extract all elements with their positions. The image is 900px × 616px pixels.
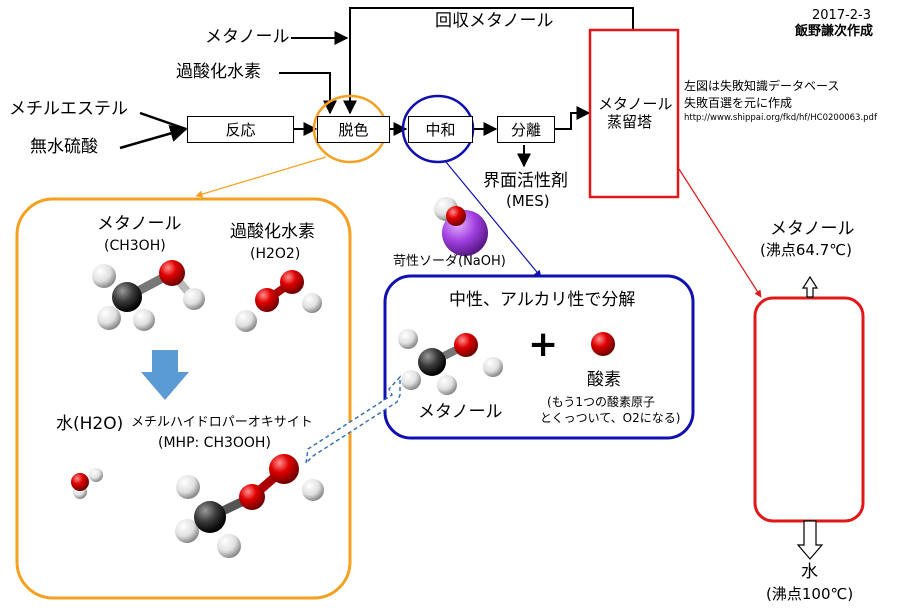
decomposition-oxygen-note-2: とくっついて、O2になる) [540, 411, 681, 425]
oxygen-atom-icon [591, 332, 615, 356]
author-label: 飯野謙次作成 [795, 24, 874, 39]
neutralization-highlight [401, 94, 475, 164]
distillation-tower-label-1: メタノール [598, 95, 673, 113]
vapor-up-arrow [801, 275, 819, 298]
orange-callout-arrow [195, 156, 327, 198]
hydrogen-peroxide-molecule-icon [235, 270, 322, 332]
caustic-soda-label: 苛性ソーダ(NaOH) [393, 254, 506, 269]
detail-methanol-label: メタノール [97, 214, 182, 234]
detail-hp-label: 過酸化水素 [230, 222, 315, 242]
recovery-loop-line [343, 7, 634, 115]
detail-methanol-formula: (CH3OH) [104, 238, 166, 254]
decomposition-title: 中性、アルカリ性で分解 [449, 290, 636, 310]
column-bottom-label: 水 [801, 562, 818, 582]
recovered-methanol-label: 回収メタノール [435, 11, 554, 31]
reaction-step: 反応 [187, 116, 294, 143]
decomposition-panel [383, 274, 695, 440]
blue-callout-arrow [445, 161, 542, 278]
distillation-tower [588, 28, 680, 199]
distillation-tower-label-2: 蒸留塔 [607, 113, 653, 131]
surfactant-label: 界面活性剤 [483, 171, 568, 191]
big-down-arrow [141, 350, 189, 400]
plus-sign: + [528, 324, 559, 365]
input-hydrogen-peroxide-label: 過酸化水素 [176, 62, 261, 82]
mhp-molecule-icon [175, 454, 324, 558]
neutralization-step: 中和 [408, 116, 473, 143]
detail-mhp-formula: (MHP: CH3OOH) [158, 435, 271, 451]
decomposition-methanol-label: メタノール [418, 402, 503, 422]
distillation-column [753, 296, 865, 523]
dashed-transfer-arrow [305, 375, 401, 465]
process-connectors [294, 106, 591, 168]
note-url: http://www.shippai.org/fkd/hf/HC0200063.… [684, 113, 877, 123]
note-line-2: 失敗百選を元に作成 [684, 96, 793, 110]
methanol-molecule-icon [92, 260, 205, 331]
column-bottom-bp: (沸点100℃) [766, 585, 854, 603]
input-sulfuric-acid-label: 無水硫酸 [30, 137, 98, 157]
detail-hp-formula: (H2O2) [250, 246, 301, 262]
methanol-product-molecule-icon [398, 329, 503, 395]
liquid-down-arrow [796, 520, 824, 560]
note-line-1: 左図は失敗知識データベース [684, 79, 840, 93]
detail-panel [15, 197, 352, 600]
bleaching-step: 脱色 [317, 116, 390, 143]
detail-mhp-label: メチルハイドロパーオキサイト [131, 415, 313, 430]
water-molecule-icon [71, 468, 103, 499]
naoh-molecule-icon [434, 197, 488, 256]
decomposition-oxygen-label: 酸素 [587, 370, 621, 390]
input-methanol-label: メタノール [205, 27, 290, 47]
separation-step: 分離 [497, 116, 555, 143]
surfactant-abbr: (MES) [506, 192, 550, 210]
date-label: 2017-2-3 [812, 8, 872, 23]
decomposition-oxygen-note-1: (もう1つの酸素原子 [547, 395, 655, 409]
red-callout-arrow [678, 168, 762, 298]
input-methyl-ester-label: メチルエステル [9, 99, 128, 119]
detail-water-label: 水(H2O) [56, 414, 124, 434]
column-top-label: メタノール [770, 219, 855, 239]
column-top-bp: (沸点64.7℃) [760, 241, 852, 259]
input-arrows [119, 31, 349, 150]
